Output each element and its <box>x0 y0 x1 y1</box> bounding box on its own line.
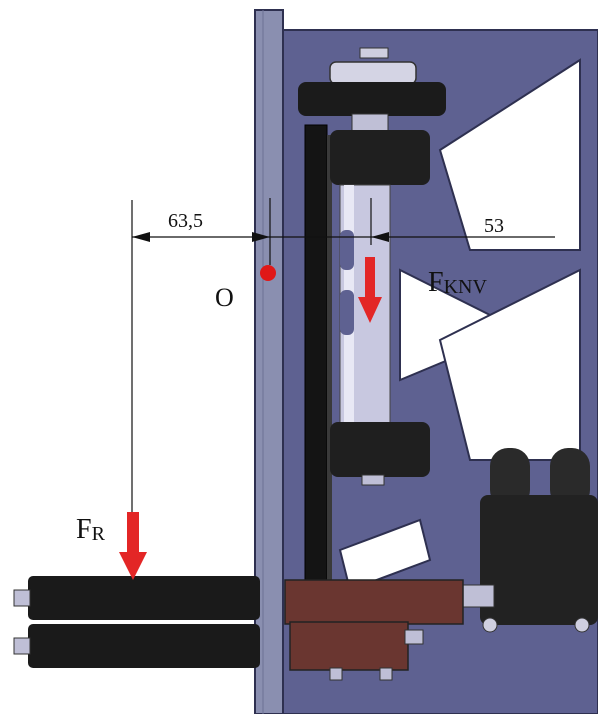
lower-shaft-stub <box>361 474 385 486</box>
roller-upper <box>13 576 260 620</box>
point-o-marker <box>260 265 276 281</box>
dimension-lines <box>131 198 555 575</box>
roller-lower <box>13 624 260 668</box>
point-o-label: O <box>215 283 234 312</box>
arrowhead-right-start <box>371 232 389 242</box>
lower-bearing-block <box>330 422 430 477</box>
force-arrow-roller <box>119 512 147 580</box>
top-handwheel <box>298 47 446 135</box>
truss-cutout-upper <box>438 58 581 251</box>
motor-unit <box>461 448 598 633</box>
slot-cutout <box>338 518 432 592</box>
brown-bracket <box>284 579 464 681</box>
force-label-roller: FR <box>76 514 106 545</box>
force-label-knv: FKNV <box>428 267 487 298</box>
arrowhead-left-end <box>252 232 270 242</box>
arrowhead-left-start <box>132 232 150 242</box>
upper-bearing-block <box>330 130 430 185</box>
force-arrow-knv <box>358 257 382 323</box>
dimension-label-left: 63,5 <box>168 210 203 232</box>
dimension-label-right: 53 <box>484 215 504 237</box>
drive-belt <box>304 124 332 606</box>
